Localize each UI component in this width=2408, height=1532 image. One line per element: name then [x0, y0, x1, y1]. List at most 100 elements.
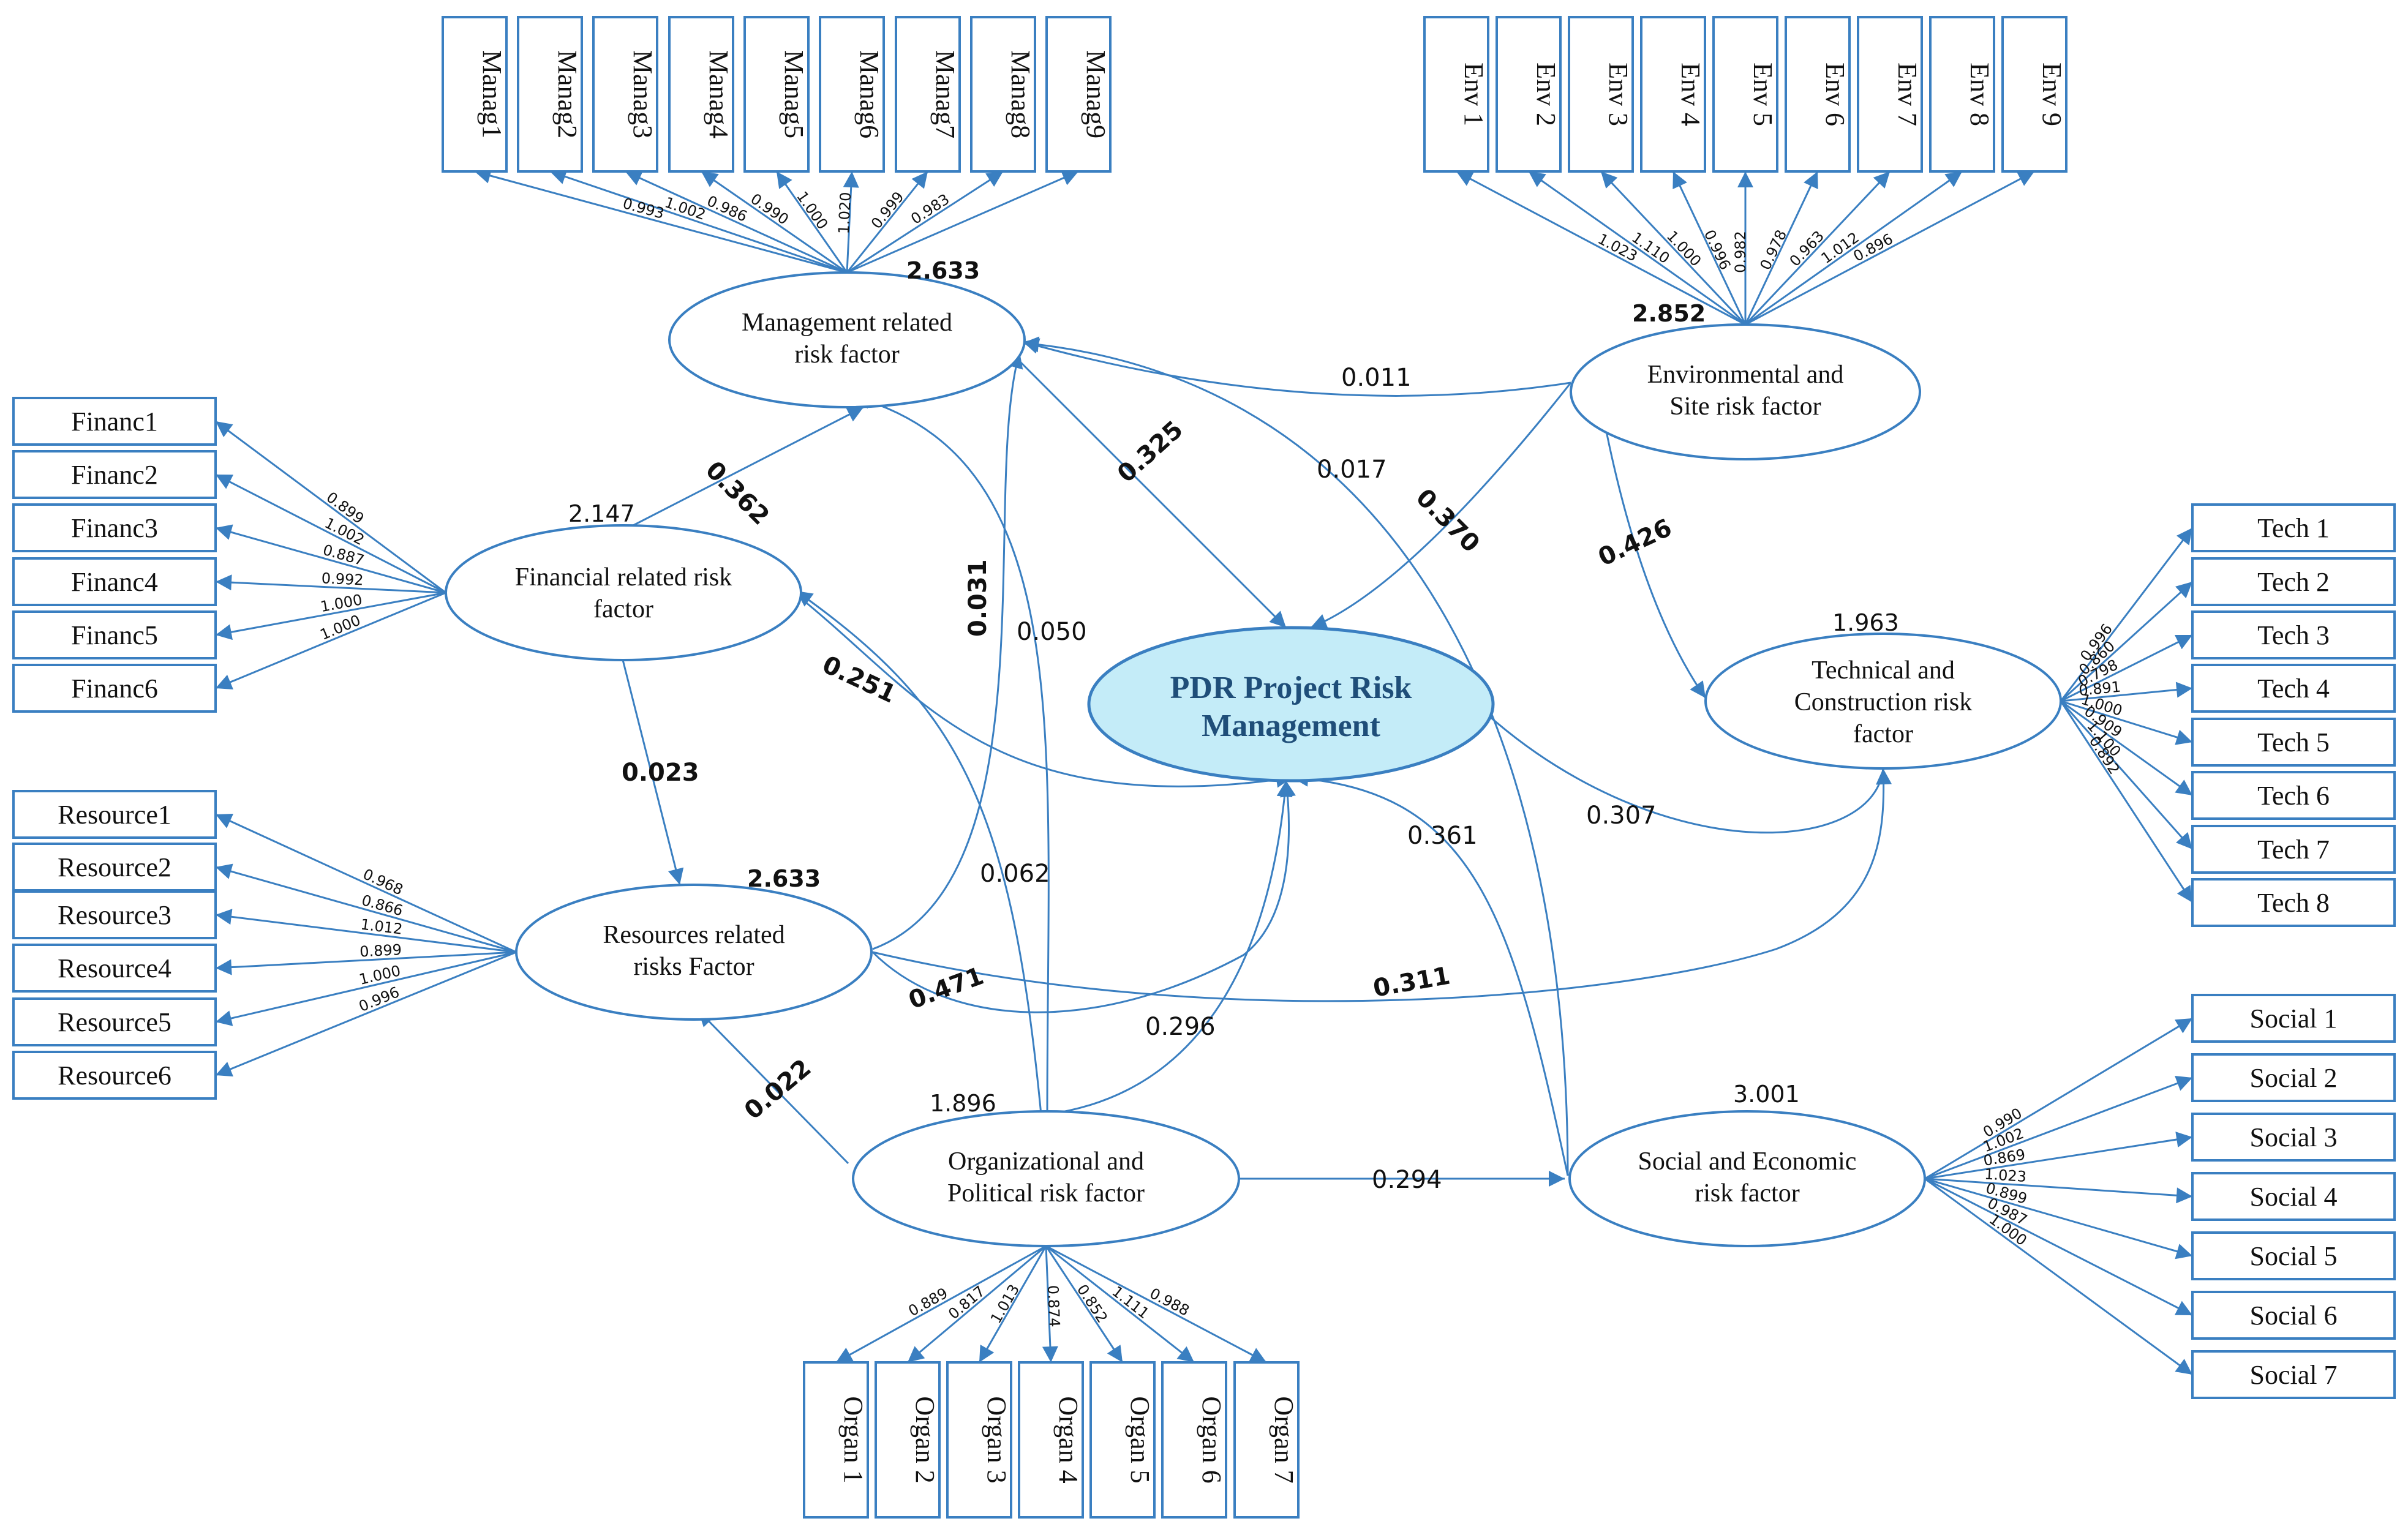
env-indicator-box: Env 4 — [1640, 16, 1706, 173]
organ-loading-label: 0.852 — [1074, 1282, 1111, 1326]
resource-indicator-label: Resource5 — [58, 1007, 171, 1037]
manag-indicator-label: Manag9 — [1081, 50, 1111, 138]
coef-social-main: 0.361 — [1407, 822, 1478, 850]
env-loading-label: 0.996 — [1701, 227, 1734, 272]
social-indicator-box: Social 1 — [2191, 994, 2396, 1043]
manag-loading-arrow — [846, 170, 1004, 274]
organ-indicator-label: Organ 6 — [1197, 1396, 1227, 1483]
organ-indicator-label: Organ 5 — [1125, 1396, 1155, 1483]
path-fin-main-arrow — [799, 596, 1293, 788]
manag-loading-arrow — [843, 171, 859, 273]
latent-environmental: Environmental and Site risk factor — [1570, 323, 1921, 460]
variance-financial: 2.147 — [568, 500, 635, 527]
organ-loading-arrow — [978, 1245, 1047, 1363]
resource-indicator-label: Resource4 — [58, 953, 171, 983]
main-node-line1: PDR Project Risk — [1170, 670, 1412, 705]
social-indicator-label: Social 3 — [2250, 1122, 2338, 1152]
variance-organizational: 1.896 — [930, 1090, 996, 1117]
tech-indicator-label: Tech 1 — [2257, 513, 2330, 543]
social-indicator-box: Social 3 — [2191, 1113, 2396, 1162]
manag-indicator-label: Manag8 — [1006, 50, 1036, 138]
env-loading-label: 0.978 — [1757, 227, 1791, 272]
financ-loading-label: 1.000 — [319, 591, 364, 615]
social-indicator-label: Social 4 — [2250, 1182, 2338, 1212]
resource-loading-label: 0.899 — [359, 941, 402, 961]
env-indicator-label: Env 6 — [1820, 62, 1850, 126]
latent-financial-line2: factor — [593, 595, 653, 623]
env-indicator-label: Env 7 — [1892, 62, 1922, 126]
resource-loading-arrow — [215, 951, 517, 975]
latent-technical-line2: Construction risk — [1794, 688, 1973, 716]
tech-indicator-box: Tech 5 — [2191, 718, 2396, 767]
main-node-pdr-project-risk-management: PDR Project Risk Management — [1087, 626, 1495, 783]
manag-indicator-label: Manag5 — [779, 50, 809, 138]
latent-social-line1: Social and Economic — [1638, 1147, 1857, 1176]
social-loading-label: 1.023 — [1984, 1165, 2026, 1185]
resource-indicator-label: Resource1 — [58, 800, 171, 830]
env-indicator-label: Env 1 — [1459, 62, 1489, 126]
tech-indicator-box: Tech 6 — [2191, 771, 2396, 820]
latent-financial: Financial related risk factor — [445, 524, 802, 661]
latent-social: Social and Economic risk factor — [1568, 1110, 1926, 1247]
env-indicator-box: Env 9 — [2001, 16, 2067, 173]
env-loading-label: 1.000 — [1663, 227, 1705, 269]
manag-indicator-box: Manag9 — [1045, 16, 1112, 173]
manag-indicator-box: Manag2 — [517, 16, 583, 173]
social-indicator-box: Social 2 — [2191, 1053, 2396, 1102]
tech-loading-arrow — [2060, 682, 2193, 702]
social-loading-arrow — [1924, 1177, 2193, 1204]
coef-res-manag: 0.031 — [964, 559, 992, 637]
coef-env-manag: 0.011 — [1341, 364, 1412, 392]
coef-fin-res: 0.023 — [622, 759, 699, 787]
tech-loading-label: 0.892 — [2086, 733, 2123, 778]
financ-loading-arrow — [215, 473, 446, 594]
resource-indicator-label: Resource6 — [58, 1061, 171, 1091]
path-org-res-arrow — [697, 1009, 849, 1165]
financ-indicator-label: Financ5 — [71, 620, 158, 650]
tech-indicator-label: Tech 5 — [2257, 727, 2330, 757]
coef-tech-main: 0.307 — [1586, 802, 1657, 830]
financ-indicator-box: Financ6 — [12, 664, 217, 713]
organ-loading-arrow — [907, 1245, 1047, 1364]
financ-indicator-box: Financ4 — [12, 557, 217, 606]
latent-organizational: Organizational and Political risk factor — [852, 1110, 1240, 1247]
manag-loading-label: 0.990 — [747, 190, 791, 228]
organ-indicator-label: Organ 3 — [982, 1396, 1012, 1483]
env-indicator-box: Env 5 — [1712, 16, 1778, 173]
financ-indicator-label: Financ1 — [71, 407, 158, 437]
financ-indicator-box: Financ5 — [12, 610, 217, 659]
resource-loading-arrow — [215, 951, 517, 1026]
organ-indicator-box: Organ 3 — [946, 1361, 1012, 1519]
manag-indicator-box: Manag4 — [668, 16, 734, 173]
variance-management: 2.633 — [906, 257, 980, 284]
path-res-tech-arrow — [872, 768, 1892, 1002]
financ-loading-arrow — [215, 574, 446, 594]
organ-indicator-box: Organ 7 — [1233, 1361, 1300, 1519]
tech-indicator-label: Tech 2 — [2257, 567, 2330, 597]
organ-loading-arrow — [1045, 1245, 1124, 1363]
manag-indicator-label: Manag4 — [704, 50, 734, 138]
organ-indicator-box: Organ 1 — [803, 1361, 869, 1519]
manag-indicator-label: Manag1 — [477, 50, 507, 138]
env-indicator-label: Env 3 — [1603, 62, 1633, 126]
tech-loading-arrow — [2060, 580, 2194, 702]
organ-loading-label: 0.874 — [1044, 1285, 1063, 1327]
social-indicator-box: Social 7 — [2191, 1350, 2396, 1399]
financ-indicator-label: Financ6 — [71, 674, 158, 704]
organ-indicator-box: Organ 6 — [1161, 1361, 1227, 1519]
env-loading-label: 0.896 — [1851, 230, 1896, 265]
path-env-tech-arrow — [1603, 422, 1707, 699]
resource-indicator-box: Resource6 — [12, 1051, 217, 1100]
env-indicator-box: Env 7 — [1857, 16, 1923, 173]
financ-indicator-box: Financ3 — [12, 503, 217, 552]
latent-technical-line3: factor — [1853, 720, 1913, 748]
main-node-line2: Management — [1202, 708, 1380, 743]
social-loading-arrow — [1924, 1132, 2193, 1180]
tech-indicator-box: Tech 7 — [2191, 825, 2396, 874]
social-loading-arrow — [1924, 1076, 2193, 1180]
env-indicator-box: Env 8 — [1929, 16, 1995, 173]
manag-loading-label: 0.983 — [908, 190, 952, 228]
tech-indicator-box: Tech 8 — [2191, 878, 2396, 927]
tech-indicator-label: Tech 4 — [2257, 674, 2330, 704]
